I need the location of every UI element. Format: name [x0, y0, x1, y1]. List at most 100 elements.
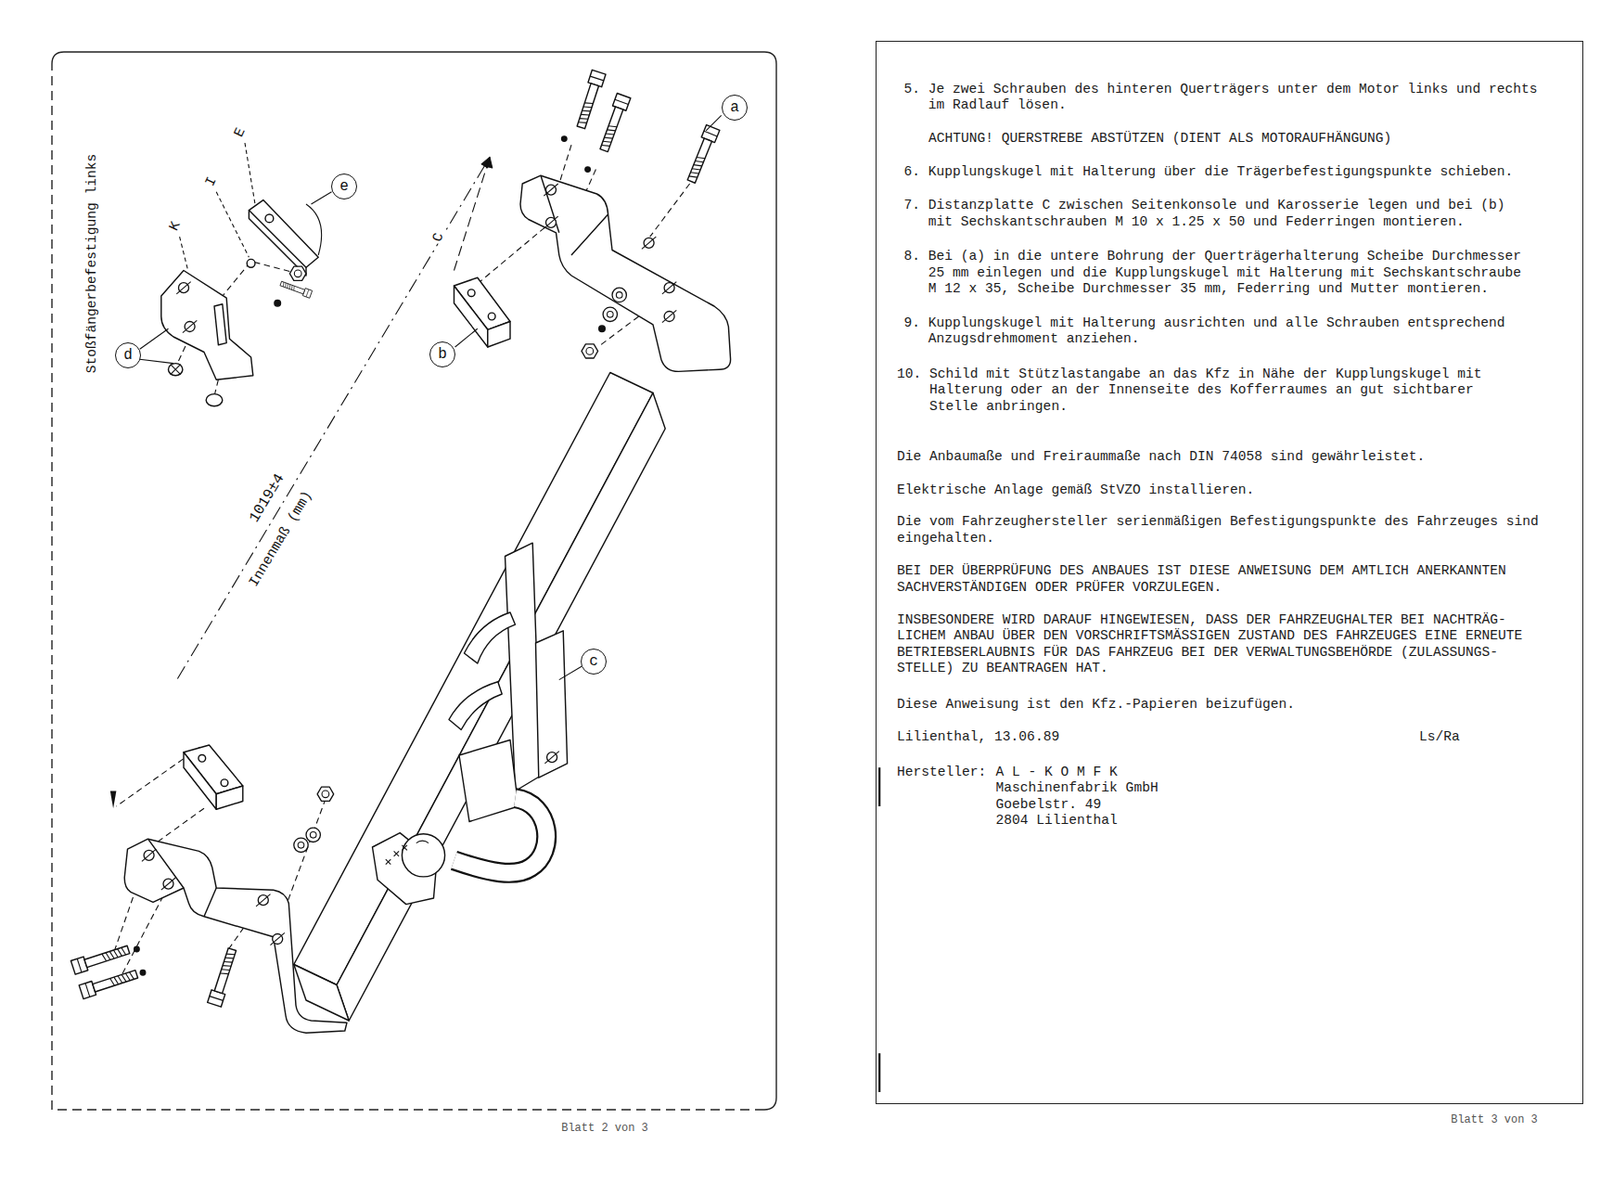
manufacturer-address: Goebelstr. 49 — [996, 796, 1102, 814]
technical-drawing — [70, 69, 880, 1092]
fastener — [140, 970, 146, 976]
fastener — [602, 307, 617, 321]
sheet-number: Blatt 3 von 3 — [1450, 1113, 1538, 1127]
fastener — [562, 136, 568, 142]
side-bracket — [148, 838, 218, 917]
spacer-plate — [454, 277, 512, 347]
coupling-ball — [385, 844, 408, 865]
manufacturer-address: Maschinenfabrik GmbH — [996, 780, 1159, 797]
fastener — [70, 942, 130, 974]
leader-line — [140, 328, 169, 349]
manufacturer-address: 2804 Lilienthal — [996, 812, 1118, 830]
margin-mark — [878, 1052, 881, 1092]
assembly-axis — [477, 226, 547, 284]
fastener — [574, 69, 606, 129]
pen-mark — [110, 791, 117, 809]
hitch-bracket — [448, 681, 502, 730]
leader-line — [140, 115, 722, 679]
side-bracket — [641, 236, 656, 249]
hitch-bracket — [448, 542, 568, 821]
side-bracket — [256, 894, 270, 907]
side-bracket — [520, 175, 731, 372]
fastener — [612, 287, 627, 302]
coupling-ball — [372, 797, 548, 904]
crossbar-tube — [294, 372, 653, 986]
part-letter: E — [230, 123, 250, 141]
initials: Ls/Ra — [1419, 729, 1460, 746]
callout-circle: e — [331, 173, 358, 200]
margin-mark — [878, 767, 881, 1092]
fastener — [207, 947, 240, 1007]
manufacturer-heading: Hersteller: — [896, 764, 986, 781]
instruction-step: 9. Kupplungskugel mit Halterung ausricht… — [904, 315, 1514, 348]
assembly-axis — [650, 183, 691, 237]
fastener — [70, 69, 719, 1007]
hitch-bracket — [459, 740, 519, 822]
side-bracket — [662, 309, 677, 322]
manufacturer-address: A L - K O M F K — [996, 764, 1118, 781]
bumper-mount-parts — [265, 214, 274, 223]
part-letter: C — [429, 229, 448, 245]
bumper-mount-parts — [274, 299, 282, 307]
spacer-plate — [467, 289, 475, 297]
bumper-mount-parts — [248, 210, 307, 276]
bumper-mount-parts — [161, 270, 254, 381]
callout-letter: d — [121, 347, 135, 363]
crossbar-tube — [294, 372, 666, 1022]
coupling-ball — [416, 840, 429, 844]
coupling-ball — [454, 797, 548, 873]
coupling-ball — [454, 797, 548, 873]
spacer-plate — [183, 752, 217, 810]
part-letter: K — [165, 217, 185, 235]
bumper-mount-parts — [182, 320, 197, 333]
fastener — [585, 166, 591, 173]
bumper-mount-parts — [168, 363, 183, 376]
notice-text: INSBESONDERE WIRD DARAUF HINGEWIESEN, DA… — [896, 612, 1528, 678]
spacer-plate — [220, 779, 229, 787]
assembly-axis — [122, 891, 166, 973]
instruction-step: 8. Bei (a) in die untere Bohrung der Que… — [904, 248, 1530, 298]
spacer-plate — [487, 321, 511, 348]
fastener — [597, 93, 631, 154]
fastener — [306, 827, 320, 842]
side-bracket — [540, 175, 609, 256]
spacer-plate — [183, 744, 244, 809]
bumper-mount-parts — [248, 200, 319, 269]
instruction-step: 6. Kupplungskugel mit Halterung über die… — [904, 164, 1547, 181]
side-bracket — [543, 183, 558, 196]
spacer-plate — [454, 285, 488, 347]
bumper-mount-parts — [246, 258, 256, 268]
instruction-step: 7. Distanzplatte C zwischen Seitenkonsol… — [904, 197, 1514, 231]
bumper-mount-parts — [161, 200, 319, 407]
bumper-mount-parts — [176, 281, 191, 295]
instruction-step: 5. Je zwei Schrauben des hinteren Quertr… — [904, 81, 1547, 115]
side-bracket — [124, 838, 347, 1033]
spacer-plate — [216, 785, 244, 809]
hitch-bracket — [464, 612, 516, 664]
side-bracket — [543, 216, 558, 229]
side-bracket — [662, 281, 677, 295]
crossbar-tube — [294, 964, 349, 1022]
fastener — [684, 125, 720, 185]
fastener — [78, 967, 139, 999]
dimension-line — [454, 156, 491, 270]
spacer-plate — [198, 754, 206, 762]
hitch-bracket — [536, 630, 568, 778]
instruction-step: 10. Schild mit Stützlastangabe an das Kf… — [896, 366, 1490, 416]
notice-text: BEI DER ÜBERPRÜFUNG DES ANBAUES IST DIES… — [896, 563, 1515, 596]
bumper-mount-parts — [214, 304, 227, 346]
callout-circle: b — [429, 341, 456, 368]
callout-letter: a — [728, 100, 742, 116]
note-text: Elektrische Anlage gemäß StVZO installie… — [896, 482, 1548, 500]
callout-letter: c — [587, 653, 601, 669]
bumper-mount-parts — [279, 280, 312, 299]
margin-mark — [878, 767, 881, 807]
bumper-mount-parts — [205, 394, 223, 407]
leader-line — [140, 358, 174, 363]
leader-line — [559, 665, 582, 679]
note-text: Die vom Fahrzeughersteller serienmäßigen… — [896, 513, 1548, 547]
side-bracket — [161, 877, 176, 890]
side-bracket — [141, 848, 156, 861]
